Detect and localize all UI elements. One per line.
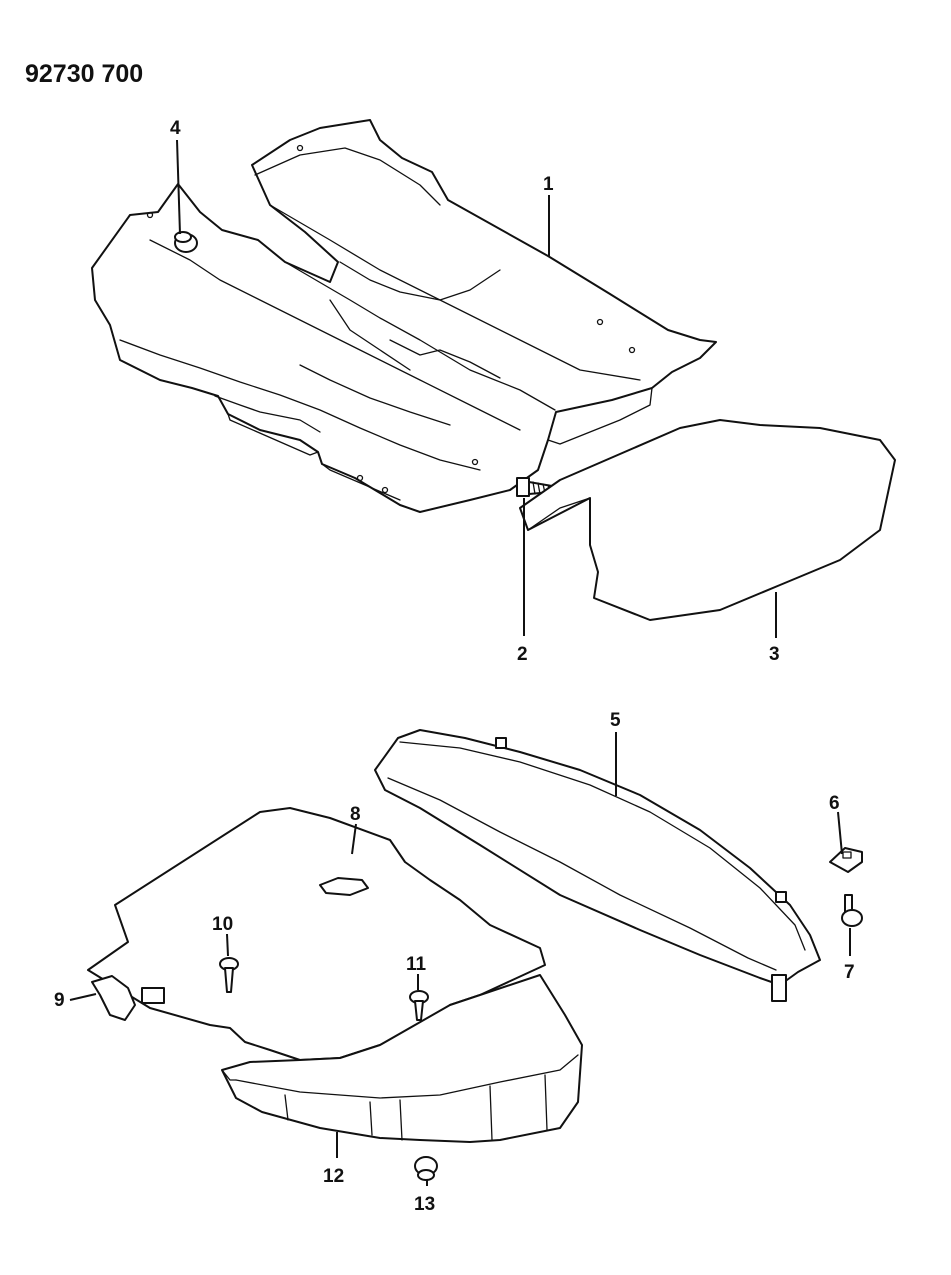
part-fastener-7	[841, 894, 863, 927]
callout-2: 2	[517, 644, 528, 665]
callout-13: 13	[414, 1194, 435, 1215]
part-clip-13	[414, 1156, 438, 1181]
part-floor-carpet	[91, 119, 717, 513]
callout-11: 11	[406, 954, 427, 975]
part-trunk-board	[87, 807, 546, 1061]
callouts: 1 2 3 4 5 6 7 8 9 10 11 12 13	[54, 118, 855, 1215]
callout-9: 9	[54, 990, 65, 1011]
callout-8: 8	[350, 804, 361, 825]
callout-4: 4	[170, 118, 181, 139]
part-clip-6	[829, 847, 863, 873]
part-trunk-tray	[221, 974, 583, 1143]
callout-12: 12	[323, 1166, 344, 1187]
callout-3: 3	[769, 644, 780, 665]
part-screw-10	[219, 957, 239, 993]
callout-5: 5	[610, 710, 621, 731]
document-number: 92730 700	[25, 60, 143, 88]
part-handle-9	[91, 975, 165, 1021]
callout-6: 6	[829, 793, 840, 814]
part-rear-shelf	[374, 729, 821, 1002]
part-screw-11	[409, 990, 429, 1021]
callout-1: 1	[543, 174, 554, 195]
leader-lines	[69, 139, 851, 1186]
part-trunk-mat	[519, 419, 896, 621]
callout-10: 10	[212, 914, 233, 935]
callout-7: 7	[844, 962, 855, 983]
part-clip-4	[174, 231, 198, 253]
